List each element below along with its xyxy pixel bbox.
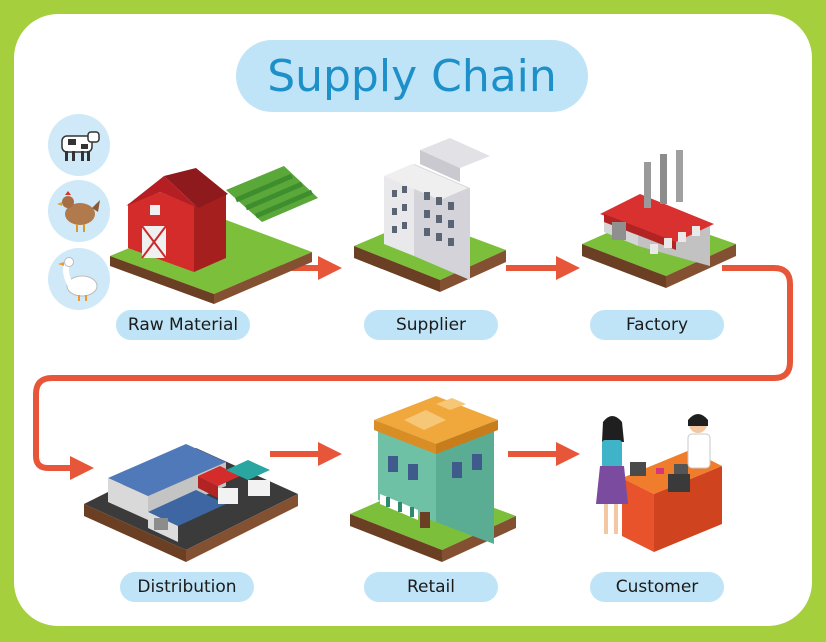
cashier-customer-icon [596,414,722,552]
stage-label-retail: Retail [364,572,498,602]
diagram-title: Supply Chain [236,40,588,112]
stage-label-raw-material: Raw Material [116,310,250,340]
flow-arrow-factory-to-distribution [33,265,793,480]
cow-icon [48,114,110,176]
stage-label-factory: Factory [590,310,724,340]
goose-icon [48,248,110,310]
stage-label-supplier: Supplier [364,310,498,340]
barn-icon [110,166,318,304]
store-building-icon [350,396,516,562]
stage-label-customer: Customer [590,572,724,602]
stage-label-distribution: Distribution [120,572,254,602]
warehouse-icon [84,444,298,562]
factory-icon [582,150,736,288]
chicken-icon [48,180,110,242]
office-building-icon [354,138,506,292]
